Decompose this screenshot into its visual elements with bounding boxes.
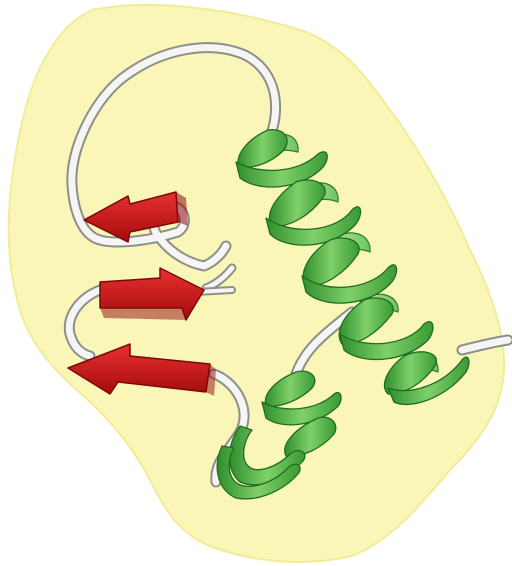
protein-ribbon-diagram [0, 0, 512, 566]
protein-ribbon-figure [0, 0, 512, 566]
